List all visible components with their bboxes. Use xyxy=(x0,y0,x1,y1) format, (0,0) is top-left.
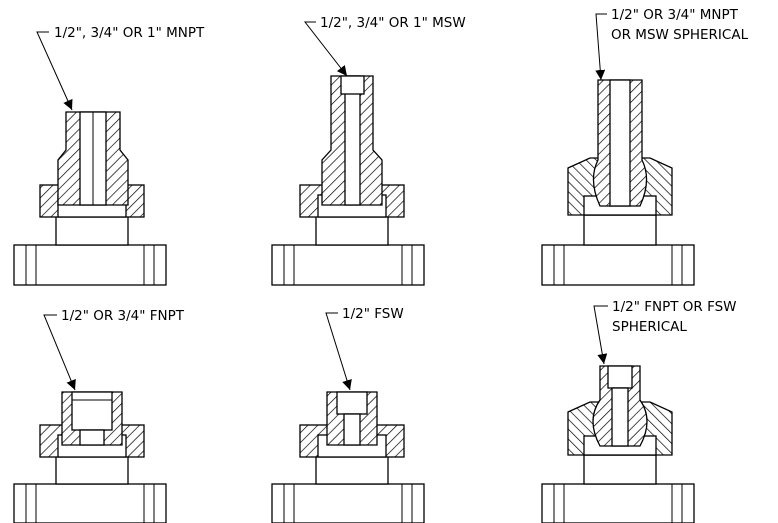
leader-lines xyxy=(36,13,608,391)
callout-label-fnpt: 1/2" OR 3/4" FNPT xyxy=(61,308,185,324)
callout-label-mnpt-msw-spherical-2: OR MSW SPHERICAL xyxy=(611,27,749,43)
callout-label-mnpt-msw-spherical-1: 1/2" OR 3/4" MNPT xyxy=(611,7,739,23)
callout-label-mnpt: 1/2", 3/4" OR 1" MNPT xyxy=(54,25,205,41)
fitting-fnpt xyxy=(13,391,167,523)
callout-label-msw: 1/2", 3/4" OR 1" MSW xyxy=(320,15,466,31)
fitting-fnpt-fsw-spherical xyxy=(541,365,695,523)
fitting-mnpt xyxy=(13,111,167,286)
fitting-mnpt-msw-spherical xyxy=(541,79,695,286)
fitting-fsw xyxy=(271,391,425,523)
callout-label-fsw: 1/2" FSW xyxy=(342,306,404,322)
callout-label-fnpt-fsw-spherical-2: SPHERICAL xyxy=(612,319,687,335)
fitting-msw xyxy=(271,75,425,286)
callout-label-fnpt-fsw-spherical-1: 1/2" FNPT OR FSW xyxy=(612,299,737,315)
